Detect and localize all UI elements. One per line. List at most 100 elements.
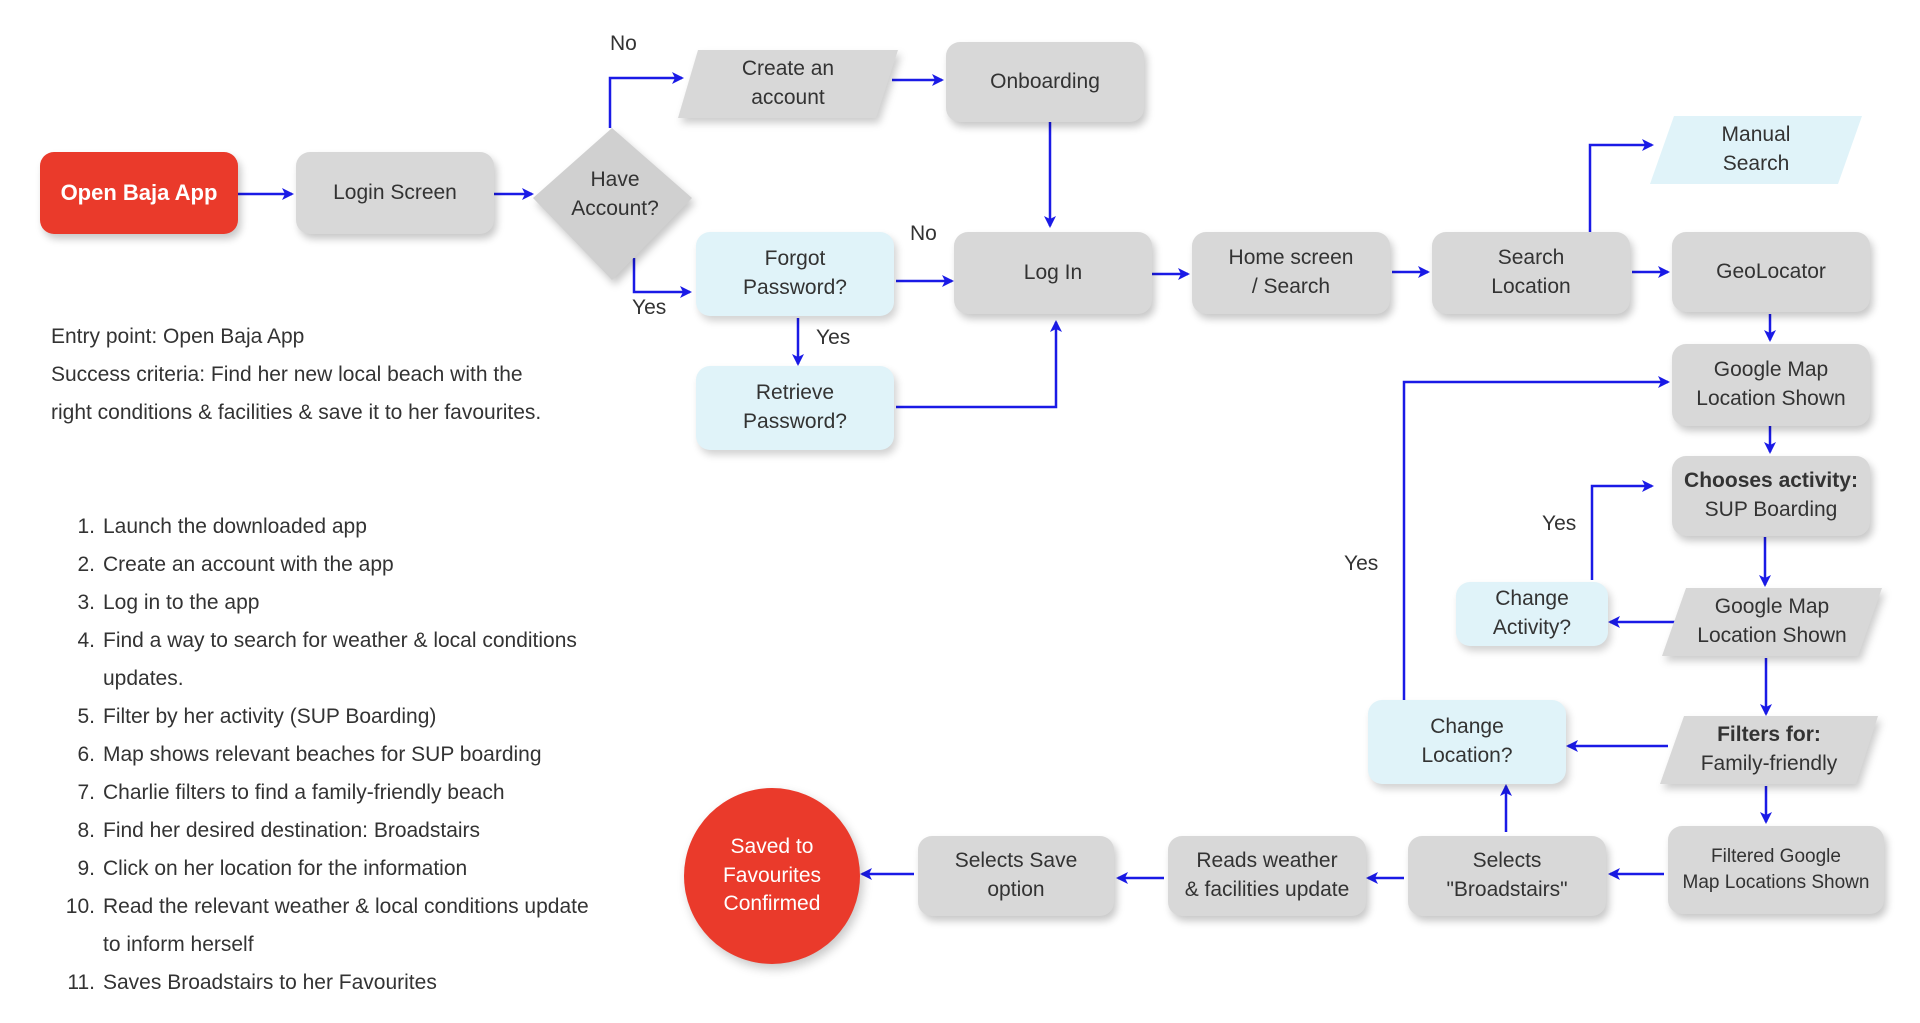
- list-item: 3. Log in to the app: [51, 584, 603, 622]
- step-text: Read the relevant weather & local condit…: [103, 895, 589, 956]
- change-activity-label: Change Activity?: [1492, 587, 1572, 639]
- step-text: Log in to the app: [103, 591, 260, 614]
- manual-search-shape: [1650, 116, 1862, 184]
- list-item: 5.Filter by her activity (SUP Boarding): [51, 698, 603, 736]
- edge-label-no-login: No: [910, 222, 937, 245]
- steps-list: 1. Launch the downloaded app 2. Create an …: [51, 508, 603, 1002]
- notes-block: Entry point: Open Baja App Success crite…: [51, 318, 541, 432]
- create-account-node: Create an account: [678, 50, 898, 118]
- step-number: 10.: [65, 895, 95, 918]
- google-map-2-node: Google Map Location Shown: [1662, 588, 1882, 656]
- retrieve-password-node: Retrieve Password?: [696, 366, 894, 450]
- forgot-password-node: Forgot Password?: [696, 232, 894, 316]
- step-number: 6.: [77, 743, 95, 766]
- search-location-node: Search Location: [1432, 232, 1630, 314]
- create-account-shape: [678, 50, 898, 118]
- step-number: 11.: [67, 971, 95, 994]
- manual-search-node: Manual Search: [1650, 116, 1862, 184]
- filters-for-node: Filters for: Family-friendly: [1660, 716, 1878, 784]
- step-number: 9.: [77, 857, 95, 880]
- step-text: Click on her location for the informatio…: [103, 857, 468, 880]
- google-map-1-node: Google Map Location Shown: [1672, 344, 1870, 426]
- retrieve-password-label: Retrieve Password?: [743, 381, 847, 433]
- list-item: 10. Read the relevant weather & local con…: [51, 888, 603, 964]
- change-location-label: Change Location?: [1421, 715, 1513, 767]
- google-map-2-shape: [1662, 588, 1882, 656]
- step-text: Charlie filters to find a family-friendl…: [103, 781, 505, 804]
- success-criteria-line-1: Success criteria: Find her new local bea…: [51, 363, 523, 386]
- login-screen-label: Login Screen: [333, 180, 457, 204]
- list-item: 11. Saves Broadstairs to her Favourites: [51, 964, 603, 1002]
- selects-save-label: Selects Save option: [954, 849, 1078, 901]
- geolocator-node: GeoLocator: [1672, 232, 1870, 312]
- arrow-change-activity-yes: [1590, 480, 1654, 580]
- home-screen-node: Home screen / Search: [1192, 232, 1390, 314]
- chooses-activity-node: Chooses activity: SUP Boarding: [1672, 456, 1870, 536]
- step-number: 1.: [77, 515, 95, 538]
- edge-label-yes-forgot: Yes: [632, 296, 667, 319]
- geolocator-label: GeoLocator: [1716, 259, 1826, 283]
- step-number: 5.: [77, 705, 95, 728]
- selects-save-node: Selects Save option: [918, 836, 1114, 916]
- step-number: 7.: [77, 781, 95, 804]
- step-number: 4.: [77, 629, 95, 652]
- selects-broadstairs-node: Selects "Broadstairs": [1408, 836, 1606, 916]
- home-screen-label: Home screen / Search: [1228, 246, 1354, 298]
- step-number: 2.: [77, 553, 95, 576]
- edge-label-yes-activity: Yes: [1542, 512, 1577, 535]
- login-screen-node: Login Screen: [296, 152, 494, 234]
- step-text: Launch the downloaded app: [103, 515, 367, 538]
- step-text: Map shows relevant beaches for SUP board…: [103, 743, 542, 766]
- reads-weather-node: Reads weather & facilities update: [1168, 836, 1366, 916]
- reads-weather-label: Reads weather & facilities update: [1184, 849, 1350, 901]
- log-in-node: Log In: [954, 232, 1152, 314]
- have-account-label: Have Account?: [571, 168, 659, 220]
- list-item: 9. Click on her location for the informat…: [51, 850, 603, 888]
- edge-label-yes-location: Yes: [1344, 552, 1379, 575]
- list-item: 4. Find a way to search for weather & loc…: [51, 622, 603, 698]
- arrow-decision-yes: [632, 258, 692, 298]
- filters-for-value: Family-friendly: [1700, 752, 1838, 775]
- chooses-activity-title: Chooses activity:: [1684, 469, 1858, 493]
- edge-label-yes-retrieve: Yes: [816, 326, 851, 349]
- arrow-search-to-manual: [1588, 139, 1654, 232]
- filtered-google-label: Filtered Google Map Locations Shown: [1682, 845, 1870, 893]
- arrow-decision-no: [608, 72, 684, 128]
- success-criteria-line-2: right conditions & facilities & save it …: [51, 401, 542, 424]
- filters-for-shape: [1660, 716, 1878, 784]
- open-baja-app-label: Open Baja App: [60, 179, 218, 205]
- step-text: Find her desired destination: Broadstair…: [103, 819, 481, 842]
- log-in-label: Log In: [1023, 260, 1083, 284]
- google-map-1-label: Google Map Location Shown: [1696, 358, 1846, 410]
- arrow-change-location-yes: [1402, 376, 1670, 700]
- list-item: 7. Charlie filters to find a family-frien…: [51, 774, 603, 812]
- edge-label-no-create: No: [610, 32, 637, 55]
- manual-search-label: Manual Search: [1721, 123, 1791, 175]
- step-text: Find a way to search for weather & local…: [103, 629, 577, 690]
- step-number: 8.: [77, 819, 95, 842]
- have-account-diamond: [533, 128, 692, 280]
- step-text: Saves Broadstairs to her Favourites: [103, 971, 437, 994]
- step-number: 3.: [77, 591, 95, 614]
- selects-broadstairs-label: Selects "Broadstairs": [1446, 849, 1568, 901]
- chooses-activity-value: SUP Boarding: [1704, 498, 1838, 521]
- list-item: 8. Find her desired destination: Broadsta…: [51, 812, 603, 850]
- list-item: 1. Launch the downloaded app: [51, 508, 603, 546]
- change-activity-node: Change Activity?: [1456, 582, 1608, 646]
- entry-point-text: Entry point: Open Baja App: [51, 325, 305, 348]
- onboarding-label: Onboarding: [990, 69, 1100, 93]
- open-baja-app-node: Open Baja App: [40, 152, 238, 234]
- google-map-2-label: Google Map Location Shown: [1697, 595, 1847, 647]
- arrow-retrieve-to-login: [896, 320, 1062, 409]
- saved-favourites-node: Saved to Favourites Confirmed: [684, 788, 860, 964]
- change-location-node: Change Location?: [1368, 700, 1566, 784]
- list-item: 6. Map shows relevant beaches for SUP boa…: [51, 736, 603, 774]
- forgot-password-label: Forgot Password?: [743, 247, 847, 299]
- search-location-label: Search Location: [1491, 246, 1571, 298]
- onboarding-node: Onboarding: [946, 42, 1144, 122]
- filters-for-title: Filters for:: [1717, 723, 1821, 747]
- filtered-google-node: Filtered Google Map Locations Shown: [1668, 826, 1884, 914]
- list-item: 2. Create an account with the app: [51, 546, 603, 584]
- step-text: Create an account with the app: [103, 553, 394, 576]
